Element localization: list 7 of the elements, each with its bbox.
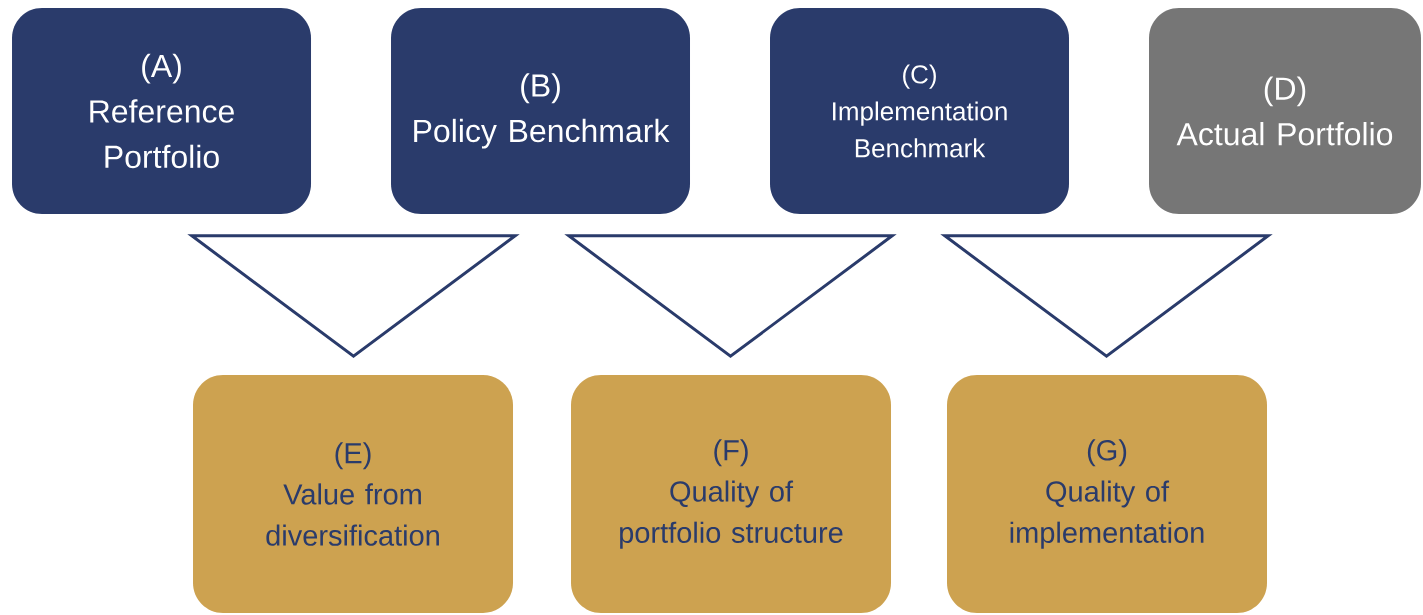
step-box: (D) Actual Portfolio: [1149, 8, 1421, 214]
step-box: (C) Implementation Benchmark: [770, 8, 1069, 214]
result-box: (G) Quality of implementation: [947, 375, 1267, 613]
result-box: (E) Value from diversification: [193, 375, 513, 613]
step-box: (A) Reference Portfolio: [12, 8, 311, 214]
result-box: (F) Quality of portfolio structure: [571, 375, 891, 613]
step-box: (B) Policy Benchmark: [391, 8, 690, 214]
